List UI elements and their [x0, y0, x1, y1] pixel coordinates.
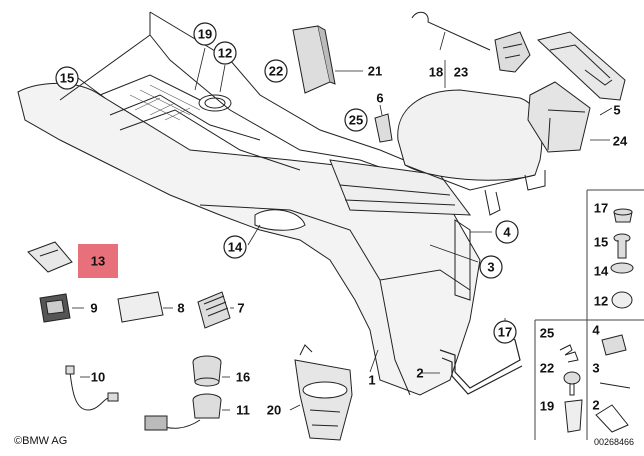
legend-labels: 17 15 14 12 25 4 22 3 19 2	[540, 201, 609, 414]
legend-22: 22	[540, 361, 554, 376]
callout-2: 2	[416, 366, 423, 381]
callout-12: 12	[218, 46, 232, 61]
callout-4: 4	[503, 225, 511, 240]
cupholder-20-drawing	[294, 344, 353, 441]
callout-15: 15	[60, 71, 74, 86]
callout-labels: 19 12 22 21 18 23 15 6 25 5 24 4 14 3 13…	[60, 27, 628, 418]
bin-drawing	[527, 81, 591, 153]
legend-4: 4	[592, 323, 600, 338]
legend-15: 15	[594, 235, 608, 250]
callout-8: 8	[177, 301, 184, 316]
callout-circles	[55, 22, 519, 344]
cover-8-drawing	[117, 291, 164, 323]
callout-22: 22	[269, 64, 283, 79]
callout-24: 24	[613, 134, 628, 149]
legend-grid	[534, 189, 644, 440]
leader-lines	[72, 31, 613, 411]
document-number: 00268466	[593, 437, 634, 447]
callout-17: 17	[498, 325, 512, 340]
legend-hardware	[559, 208, 634, 433]
callout-1: 1	[368, 373, 375, 388]
cover-plate-drawing	[292, 25, 336, 94]
grille-7-drawing	[197, 291, 231, 329]
cable-10-drawing	[65, 365, 119, 411]
bracket-13-drawing	[27, 241, 73, 273]
callout-11: 11	[236, 403, 250, 418]
callout-7: 7	[237, 301, 244, 316]
callout-25: 25	[349, 113, 363, 128]
copyright-text: ©BMW AG	[14, 435, 68, 447]
callout-21: 21	[368, 64, 382, 79]
legend-2: 2	[592, 398, 599, 413]
highlighted-part-box	[78, 244, 118, 278]
callout-6: 6	[376, 91, 383, 106]
callout-19: 19	[198, 27, 212, 42]
callout-10: 10	[91, 370, 105, 385]
socket-11-drawing	[144, 393, 222, 431]
callout-23: 23	[454, 65, 468, 80]
callout-16: 16	[236, 370, 250, 385]
callout-20: 20	[267, 403, 281, 418]
legend-17: 17	[594, 201, 608, 216]
center-console-drawing	[17, 11, 481, 396]
cable-lock-drawing	[411, 11, 531, 73]
legend-14: 14	[594, 264, 609, 279]
switch-9-drawing	[39, 293, 71, 323]
clip-drawing	[374, 113, 393, 143]
callout-14: 14	[228, 240, 243, 255]
socket-16-drawing	[192, 355, 222, 387]
callout-18: 18	[429, 65, 443, 80]
legend-19: 19	[540, 399, 554, 414]
callout-9: 9	[90, 301, 97, 316]
callout-5: 5	[613, 103, 620, 118]
armrest-drawing	[397, 89, 546, 216]
legend-12: 12	[594, 294, 608, 309]
callout-3: 3	[487, 260, 494, 275]
legend-3: 3	[592, 361, 599, 376]
legend-25: 25	[540, 326, 554, 341]
callout-13: 13	[91, 254, 105, 269]
tray-drawing	[536, 31, 626, 101]
